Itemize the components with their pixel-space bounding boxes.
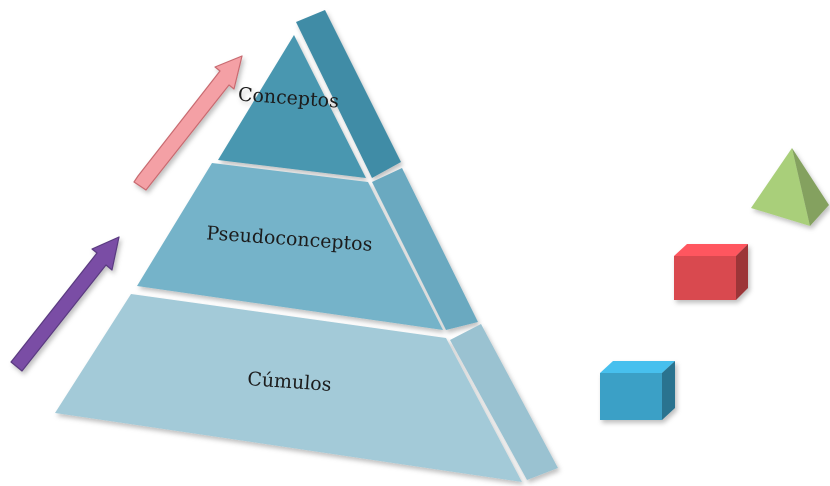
level-middle-front	[137, 163, 443, 330]
small-pyramid-front	[751, 148, 810, 226]
arrow-upper-shape	[133, 55, 243, 191]
arrow-lower-shape	[10, 236, 120, 372]
red-box-front	[674, 256, 736, 300]
red-box-top	[674, 244, 748, 256]
level-top-side	[296, 10, 401, 178]
arrow-upper	[133, 55, 243, 191]
blue-box-top	[600, 361, 675, 373]
pyramid-level-top: Conceptos	[218, 10, 401, 178]
pyramid-level-middle: Pseudoconceptos	[137, 163, 478, 330]
level-bottom-front	[55, 294, 522, 482]
blue-box-shape	[600, 361, 675, 420]
red-box-shape	[674, 244, 748, 300]
small-pyramid-side	[792, 148, 829, 226]
arrow-lower	[10, 236, 120, 372]
blue-box-side	[662, 361, 675, 420]
pyramid-level-bottom: Cúmulos	[55, 294, 558, 482]
level-top-front	[218, 35, 366, 178]
blue-box-front	[600, 373, 662, 420]
red-box-side	[736, 244, 748, 300]
level-bottom-side	[450, 324, 558, 480]
level-middle-side	[372, 168, 478, 330]
small-pyramid-shape	[751, 148, 829, 226]
